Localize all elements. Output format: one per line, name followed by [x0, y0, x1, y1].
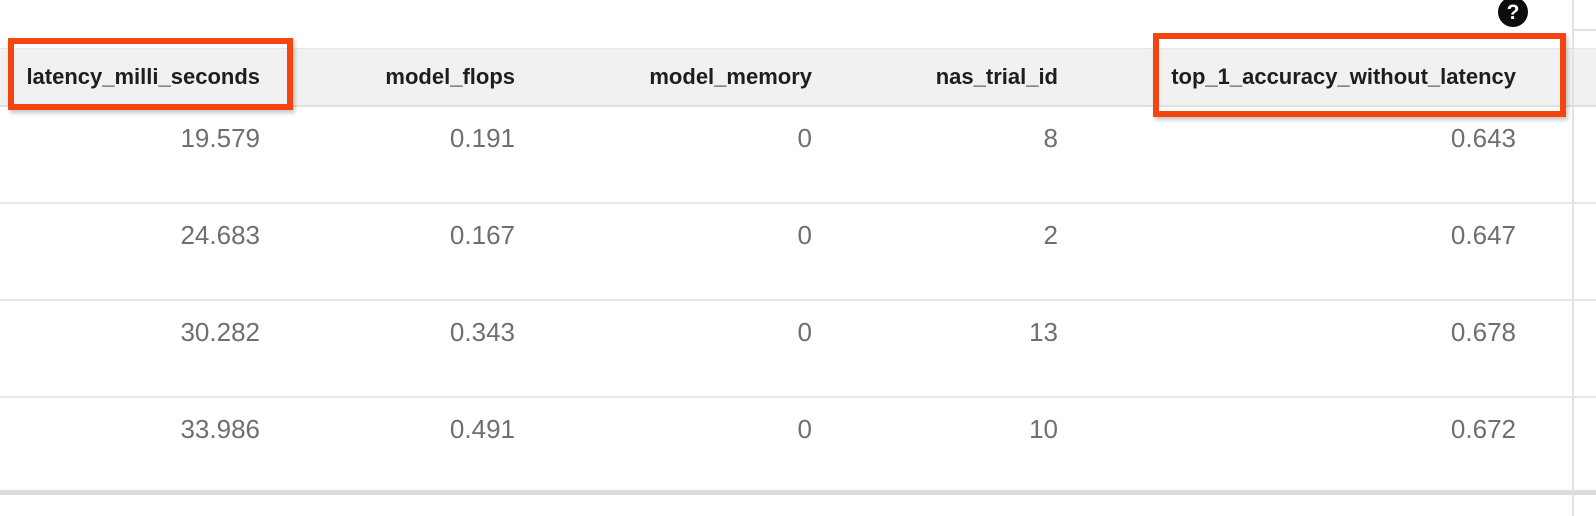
table-header-row: latency_milli_seconds model_flops model_…: [0, 48, 1596, 107]
cell-model-memory: 0: [797, 317, 812, 347]
cell-spacer: [1516, 204, 1596, 299]
cell-latency-milli-seconds: 24.683: [180, 220, 260, 250]
cell-top-1-accuracy-without-latency: 0.678: [1450, 317, 1516, 347]
cell-latency-milli-seconds: 30.282: [180, 317, 260, 347]
cell-nas-trial-id: 2: [1043, 220, 1058, 250]
table-row[interactable]: 19.579 0.191 0 8 0.643: [0, 107, 1596, 204]
column-header-latency-milli-seconds[interactable]: latency_milli_seconds: [26, 64, 260, 89]
cell-model-flops: 0.491: [449, 414, 515, 444]
help-icon[interactable]: ?: [1498, 0, 1528, 27]
panel-edge-line: [1574, 29, 1596, 31]
table-row[interactable]: 24.683 0.167 0 2 0.647: [0, 204, 1596, 301]
column-header-model-memory[interactable]: model_memory: [649, 64, 812, 89]
cell-nas-trial-id: 8: [1043, 123, 1058, 153]
column-header-spacer: [1516, 49, 1596, 105]
cell-nas-trial-id: 10: [1029, 414, 1058, 444]
cell-spacer: [1516, 398, 1596, 490]
column-header-nas-trial-id[interactable]: nas_trial_id: [935, 64, 1058, 89]
cell-model-flops: 0.191: [449, 123, 515, 153]
cell-model-memory: 0: [797, 123, 812, 153]
table-body: 19.579 0.191 0 8 0.643 24.683 0.167 0 2 …: [0, 107, 1596, 495]
cell-top-1-accuracy-without-latency: 0.647: [1450, 220, 1516, 250]
cell-top-1-accuracy-without-latency: 0.643: [1450, 123, 1516, 153]
column-header-top-1-accuracy-without-latency[interactable]: top_1_accuracy_without_latency: [1171, 64, 1516, 89]
cell-latency-milli-seconds: 19.579: [180, 123, 260, 153]
cell-latency-milli-seconds: 33.986: [180, 414, 260, 444]
cell-model-memory: 0: [797, 220, 812, 250]
cell-nas-trial-id: 13: [1029, 317, 1058, 347]
table-row[interactable]: 33.986 0.491 0 10 0.672: [0, 398, 1596, 495]
table-row[interactable]: 30.282 0.343 0 13 0.678: [0, 301, 1596, 398]
cell-spacer: [1516, 107, 1596, 202]
column-divider: [1572, 0, 1574, 516]
cell-model-flops: 0.343: [449, 317, 515, 347]
cell-model-flops: 0.167: [449, 220, 515, 250]
cell-spacer: [1516, 301, 1596, 396]
column-header-model-flops[interactable]: model_flops: [385, 64, 515, 89]
cell-top-1-accuracy-without-latency: 0.672: [1450, 414, 1516, 444]
cell-model-memory: 0: [797, 414, 812, 444]
